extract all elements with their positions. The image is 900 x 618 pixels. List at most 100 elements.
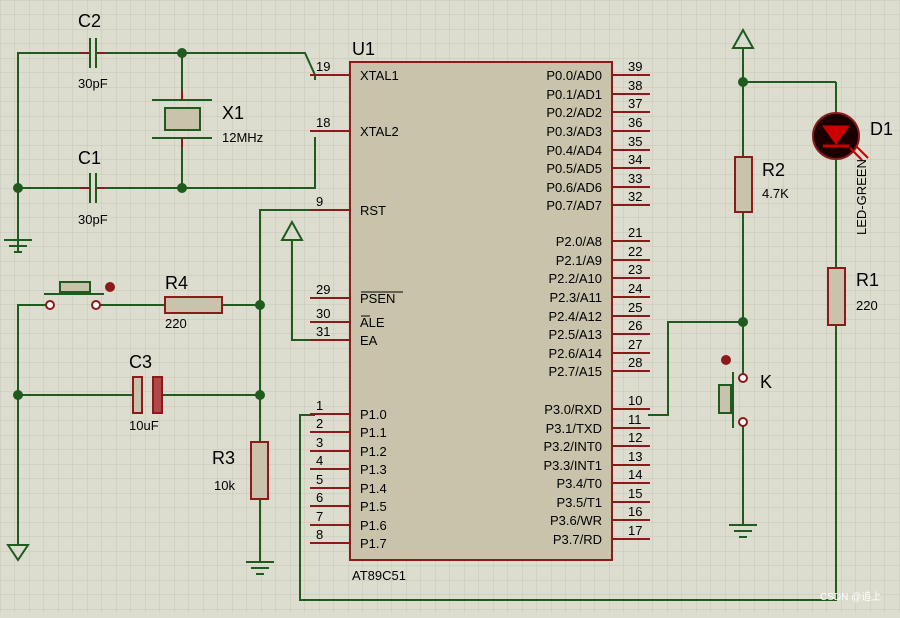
chip-u1: U1 AT89C51 19XTAL118XTAL29RST29PSEN30ALE… [310,39,650,583]
pin-number: 2 [316,416,323,431]
pin-name: P0.1/AD1 [546,87,602,102]
chip-pin: 6P1.5 [310,490,387,514]
chip-ref: U1 [352,39,375,59]
pin-number: 26 [628,318,642,333]
pin-name: EA [360,333,378,348]
pin-name: P2.0/A8 [556,234,602,249]
pin-name: P3.2/INT0 [543,439,602,454]
pin-name: P1.3 [360,462,387,477]
pin-name: P0.6/AD6 [546,180,602,195]
pin-name: P1.6 [360,518,387,533]
reset-pushbutton[interactable] [44,281,115,310]
chip-part: AT89C51 [352,568,406,583]
x1-ref: X1 [222,103,244,123]
pin-number: 8 [316,527,323,542]
pin-number: 18 [316,115,330,130]
d1-ref: D1 [870,119,893,139]
power-arrow-down-icon [6,544,30,562]
crystal-x1: X1 12MHz [152,90,263,148]
pin-number: 25 [628,300,642,315]
pin-number: 34 [628,152,642,167]
pin-name: P1.2 [360,444,387,459]
c3-ref: C3 [129,352,152,372]
k-ref: K [760,372,772,392]
pin-number: 35 [628,134,642,149]
r2-value: 4.7K [762,186,789,201]
pin-name: P3.3/INT1 [543,458,602,473]
power-symbols [6,27,755,562]
x1-value: 12MHz [222,130,263,145]
switch-k[interactable]: K [718,355,772,428]
pin-name: ALE [360,315,385,330]
pin-number: 22 [628,244,642,259]
r4-value: 220 [165,316,187,331]
ground-symbols [4,239,757,575]
d1-value: LED-GREEN [854,159,869,235]
pin-name: RST [360,203,386,218]
pin-name: P0.0/AD0 [546,68,602,83]
junction [255,300,265,310]
chip-pin: 1P1.0 [310,398,387,422]
pin-number: 27 [628,337,642,352]
pin-number: 24 [628,281,642,296]
right-pins: 39P0.0/AD038P0.1/AD137P0.2/AD236P0.3/AD3… [543,59,650,547]
pin-name: P0.3/AD3 [546,124,602,139]
pin-name: P3.1/TXD [546,421,602,436]
pin-number: 9 [316,194,323,209]
pin-name: P2.3/A11 [549,290,602,305]
wire-p10-loop [299,325,837,601]
pin-name: P1.0 [360,407,387,422]
pin-number: 36 [628,115,642,130]
resistor-r1: R1 220 [827,267,879,326]
pin-number: 23 [628,262,642,277]
pin-number: 16 [628,504,642,519]
switch-indicator-icon [721,355,731,365]
capacitor-c1: C1 30pF [78,148,108,227]
pin-name: P3.6/WR [550,513,602,528]
diode-icon [822,125,850,145]
pin-number: 1 [316,398,323,413]
led-d1: D1 LED-GREEN [812,112,893,235]
junction [177,183,187,193]
pin-number: 29 [316,282,330,297]
r3-value: 10k [214,478,235,493]
junction [255,390,265,400]
capacitor-c3: C3 10uF [129,352,163,433]
pin-number: 10 [628,393,642,408]
pin-name: P2.1/A9 [556,253,602,268]
pin-number: 12 [628,430,642,445]
pin-number: 6 [316,490,323,505]
ground-icon [729,524,757,538]
pin-number: 30 [316,306,330,321]
resistor-r3: R3 10k [212,441,269,500]
pin-name: P1.4 [360,481,387,496]
pin-name: PSEN [360,291,395,306]
power-arrow-icon [280,219,304,241]
pin-number: 14 [628,467,642,482]
pin-name: P1.7 [360,536,387,551]
wire-rst [259,209,315,525]
junction [177,48,187,58]
chip-pin: 2P1.1 [310,416,387,440]
